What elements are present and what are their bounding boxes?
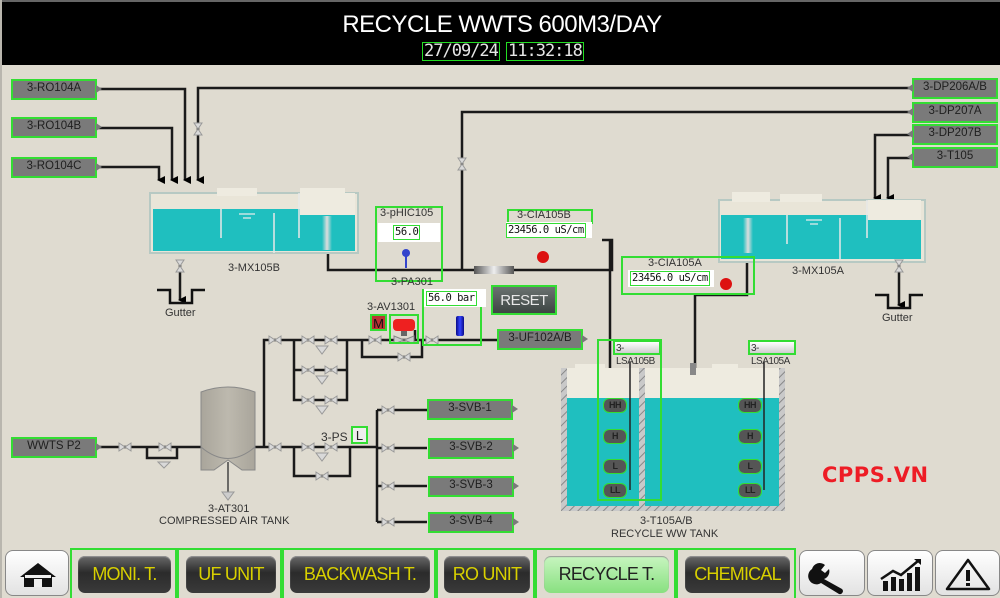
dest-tag-uf102ab[interactable]: 3-UF102A/B [497,329,588,350]
nav-button-backwash-t[interactable]: BACKWASH T. [290,556,430,593]
gutter-label-right: Gutter [882,312,913,324]
trend-button[interactable] [867,550,933,596]
tank-label-t105-desc: RECYCLE WW TANK [611,528,719,540]
page-title: RECYCLE WWTS 600M3/DAY [342,11,662,38]
nav-button-recycle-t[interactable]: RECYCLE T. [544,556,669,593]
lsa105b-level-hh: HH [603,398,627,413]
lsa105a-level-hh: HH [738,398,762,413]
source-tag-t105[interactable]: 3-T105 [907,147,998,168]
alarm-warning-icon [945,558,991,591]
cia105b-value-box: 23456.0 uS/cm [506,222,592,238]
pipes [97,86,912,524]
cia105a-label: 3-CIA105A [648,257,702,269]
settings-button[interactable] [799,550,865,596]
reset-button[interactable]: RESET [491,285,557,315]
tank-at301 [200,386,256,501]
av1301-label: 3-AV1301 [367,301,416,313]
ps-label: 3-PS [321,430,348,444]
nav-cell-backwash: BACKWASH T. [282,548,436,598]
lsa105b-level-l: L [603,459,627,474]
nav-cell-uf: UF UNIT [177,548,282,598]
nav-cell-chemical: CHEMICAL [676,548,796,598]
home-icon [20,563,56,587]
home-button[interactable] [5,550,69,596]
source-tag-ro104b[interactable]: 3-RO104B [11,117,102,138]
cia105b-label: 3-CIA105B [517,209,571,221]
lsa105a-level-l: L [738,459,762,474]
source-tag-ro104a[interactable]: 3-RO104A [11,79,102,100]
tank-label-t105: 3-T105A/B [640,515,693,527]
phic105-label: 3-pHIC105 [380,207,434,219]
tank-mx105b [149,188,359,254]
inline-mixer [474,266,514,274]
gutter-symbol-left [157,288,205,305]
lsa105b-level-h: H [603,429,627,444]
header-bar: RECYCLE WWTS 600M3/DAY 27/09/24 11:32:18 [2,0,1000,65]
nav-button-ro-unit[interactable]: RO UNIT [444,556,530,593]
tank-label-at301: 3-AT301 [208,503,250,515]
av1301-mode-indicator[interactable]: M [370,314,387,331]
tank-label-mx105a: 3-MX105A [792,265,844,277]
lsa105b-label: 3-LSA105B [613,340,661,367]
nav-button-uf-unit[interactable]: UF UNIT [186,556,276,593]
trend-chart-icon [880,559,921,591]
lsa105a-level-h: H [738,429,762,444]
tank-mx105a [718,192,926,263]
nav-cell-ro: RO UNIT [436,548,535,598]
source-tag-dp207a[interactable]: 3-DP207A [907,102,998,123]
lsa105b-level-ll: LL [603,483,627,498]
source-tag-dp206ab[interactable]: 3-DP206A/B [907,78,998,99]
date-display: 27/09/24 [422,41,500,61]
tank-label-at301-desc: COMPRESSED AIR TANK [159,515,290,527]
alarm-button[interactable] [935,550,1000,596]
dest-tag-svb-3[interactable]: 3-SVB-3 [428,476,519,497]
tank-label-mx105b: 3-MX105B [228,262,280,274]
pa301-value-box: 56.0 bar [424,289,486,307]
pressure-transmitter-icon [456,316,464,336]
dest-tag-svb-2[interactable]: 3-SVB-2 [428,438,519,459]
cia105a-value-box: 23456.0 uS/cm [628,270,714,287]
lsa105a-level-ll: LL [738,483,762,498]
source-tag-dp207b[interactable]: 3-DP207B [907,124,998,145]
phic105-value-box: 56.0 [378,223,440,242]
bottom-nav-bar: MONI. T. UF UNIT BACKWASH T. RO UNIT REC… [2,548,1000,598]
conductivity-sensor-icon-a [720,278,732,290]
conductivity-sensor-icon-b [537,251,549,263]
gutter-label-left: Gutter [165,307,196,319]
lsa105a-label[interactable]: 3-LSA105A [748,340,796,367]
cia105a-value[interactable]: 23456.0 uS/cm [630,271,710,286]
cia105a-panel[interactable] [621,256,755,295]
av1301-valve[interactable] [389,314,419,345]
phic105-value: 56.0 [393,225,421,240]
pa301-label: 3-PA301 [391,276,433,288]
time-display: 11:32:18 [506,41,584,61]
nav-cell-moni: MONI. T. [70,548,177,598]
dest-tag-svb-1[interactable]: 3-SVB-1 [427,399,518,420]
gutter-symbol-right [875,293,923,310]
phic105-panel[interactable] [375,206,443,282]
cia105b-value[interactable]: 23456.0 uS/cm [506,223,586,238]
manual-valves [118,122,904,527]
ps-mode-indicator[interactable]: L [351,426,368,444]
wrench-icon [808,563,843,595]
ph-sensor-icon [400,248,410,268]
watermark-logo: CPPS.VN [822,463,929,487]
dest-tag-svb-4[interactable]: 3-SVB-4 [428,512,519,533]
source-tag-wwts-p2[interactable]: WWTS P2 [11,437,102,458]
pa301-value: 56.0 bar [426,291,477,306]
nav-button-chemical[interactable]: CHEMICAL [685,556,790,593]
nav-cell-recycle: RECYCLE T. [535,548,676,598]
nav-button-moni-t[interactable]: MONI. T. [78,556,171,593]
actuated-valve-icon [393,319,415,345]
source-tag-ro104c[interactable]: 3-RO104C [11,157,102,178]
